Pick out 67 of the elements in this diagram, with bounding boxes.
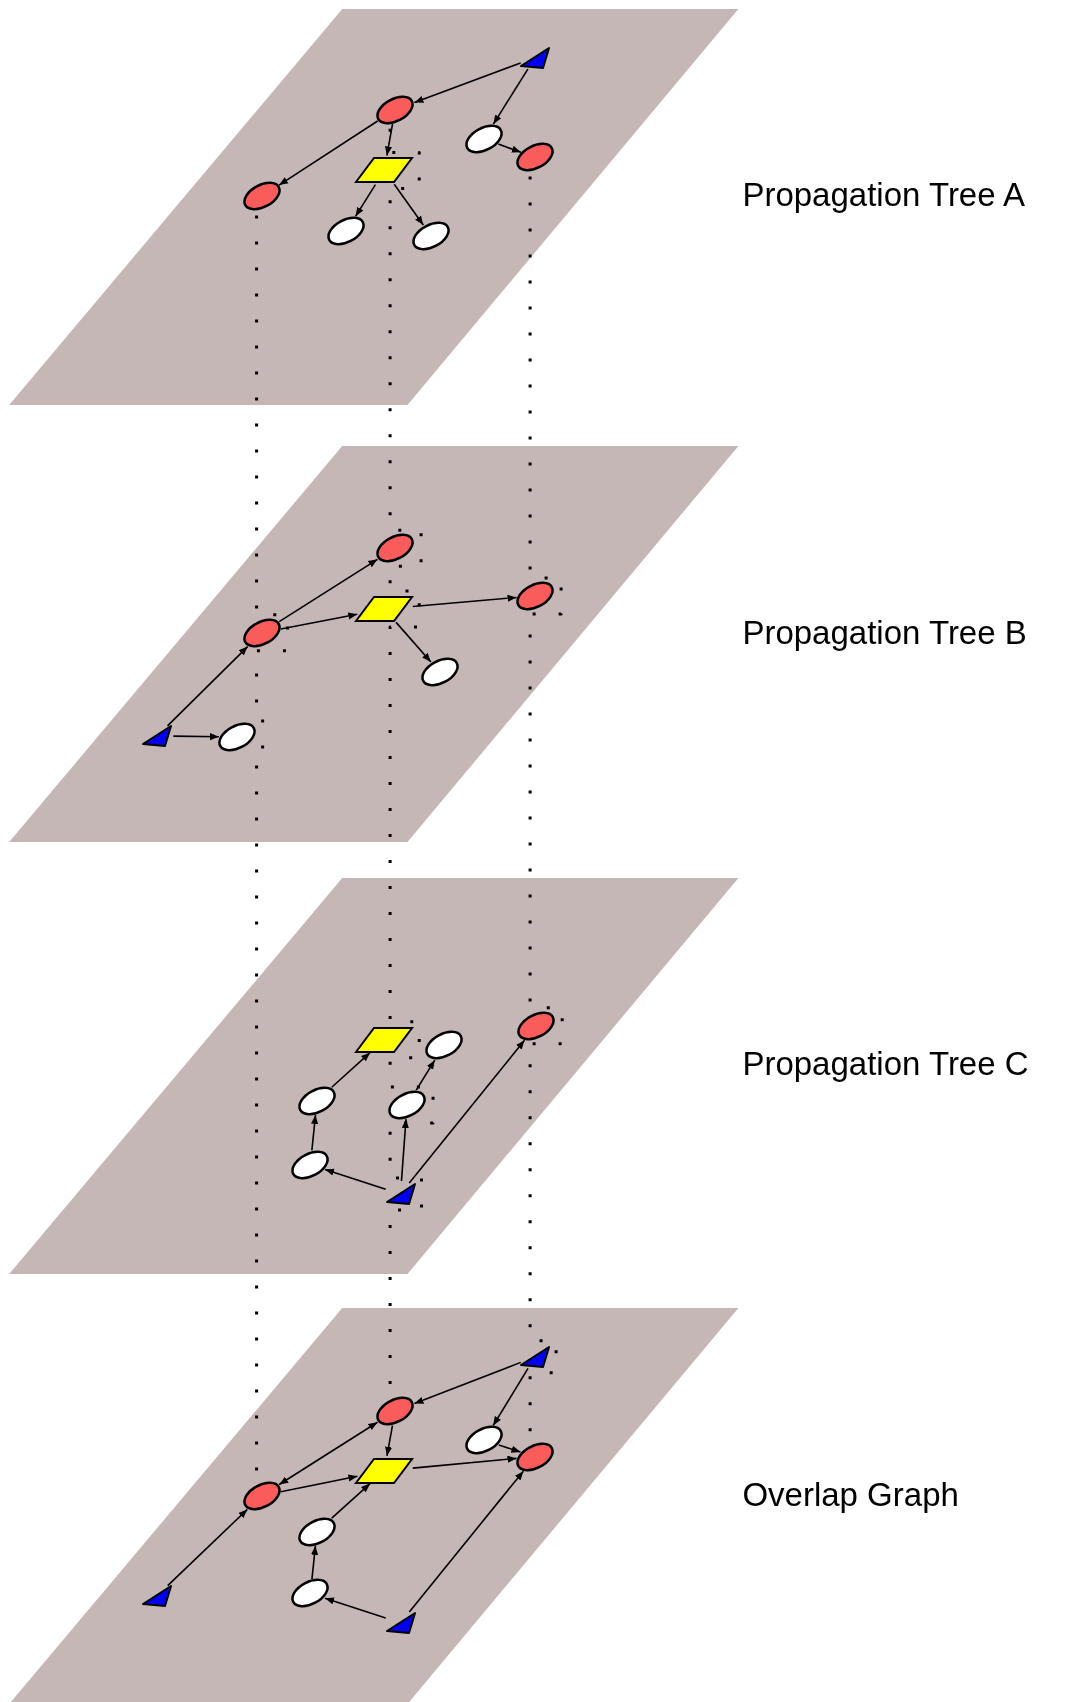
ellipse-node xyxy=(240,182,283,211)
ellipse-node xyxy=(325,217,368,246)
arrow xyxy=(330,1482,371,1519)
ellipse-node xyxy=(409,221,452,250)
arrow xyxy=(384,123,394,157)
arrow xyxy=(324,1168,387,1190)
triangle-node xyxy=(519,1344,552,1369)
arrow xyxy=(408,1039,526,1184)
ellipse-node xyxy=(514,581,557,610)
parallelogram-node xyxy=(354,1456,415,1485)
triangle-node xyxy=(141,1583,174,1608)
arrow xyxy=(166,1508,249,1587)
arrow xyxy=(172,733,220,741)
arrow xyxy=(278,120,379,186)
arrow xyxy=(278,558,379,623)
ellipse-node xyxy=(289,1150,332,1179)
arrow xyxy=(415,1059,436,1091)
ellipse-node xyxy=(418,657,461,686)
ellipse-node xyxy=(422,1031,465,1060)
arrow xyxy=(393,183,425,226)
arrow xyxy=(311,1114,319,1152)
arrow xyxy=(497,1444,522,1453)
plane-title: Overlap Graph xyxy=(742,1475,959,1514)
triangle-node xyxy=(384,1181,417,1206)
ellipse-node xyxy=(240,1481,283,1510)
arrow xyxy=(310,1545,319,1580)
arrow xyxy=(413,62,522,104)
ellipse-node xyxy=(215,723,258,751)
triangle-node xyxy=(519,45,552,70)
parallelogram-node xyxy=(354,1025,415,1054)
triangle-node xyxy=(141,723,174,748)
arrow xyxy=(492,68,529,125)
arrow xyxy=(280,612,359,630)
arrow xyxy=(411,1455,518,1469)
arrow xyxy=(400,1118,409,1182)
arrow xyxy=(492,1367,529,1427)
arrow xyxy=(497,143,522,154)
arrow xyxy=(354,183,377,218)
triangle-node xyxy=(384,1610,417,1635)
ellipse-node xyxy=(240,618,283,647)
ellipse-node xyxy=(289,1579,332,1608)
ellipse-node xyxy=(295,1086,338,1115)
ellipse-node xyxy=(514,1442,557,1471)
arrow xyxy=(395,621,432,663)
plane-title: Propagation Tree A xyxy=(742,176,1025,215)
arrow xyxy=(413,1361,522,1405)
ellipse-node xyxy=(514,143,557,172)
arrow xyxy=(324,1597,387,1619)
ellipse-node xyxy=(386,1090,428,1119)
ellipse-node xyxy=(463,1426,506,1455)
arrow xyxy=(412,594,518,608)
plane-title: Propagation Tree C xyxy=(742,1044,1029,1083)
ellipse-node xyxy=(463,124,506,153)
ellipse-node xyxy=(374,534,417,563)
ellipse-node xyxy=(515,1011,558,1040)
ellipse-node xyxy=(374,1397,417,1426)
plane-title: Propagation Tree B xyxy=(742,613,1027,652)
ellipse-node xyxy=(295,1517,338,1546)
parallelogram-node xyxy=(354,594,415,623)
arrow xyxy=(166,645,249,727)
parallelogram-node xyxy=(354,156,415,185)
arrow xyxy=(278,1421,379,1486)
arrow xyxy=(330,1051,371,1089)
arrow xyxy=(280,1474,359,1493)
arrow xyxy=(408,1470,525,1613)
arrow xyxy=(385,1424,394,1457)
ellipse-node xyxy=(374,95,417,124)
